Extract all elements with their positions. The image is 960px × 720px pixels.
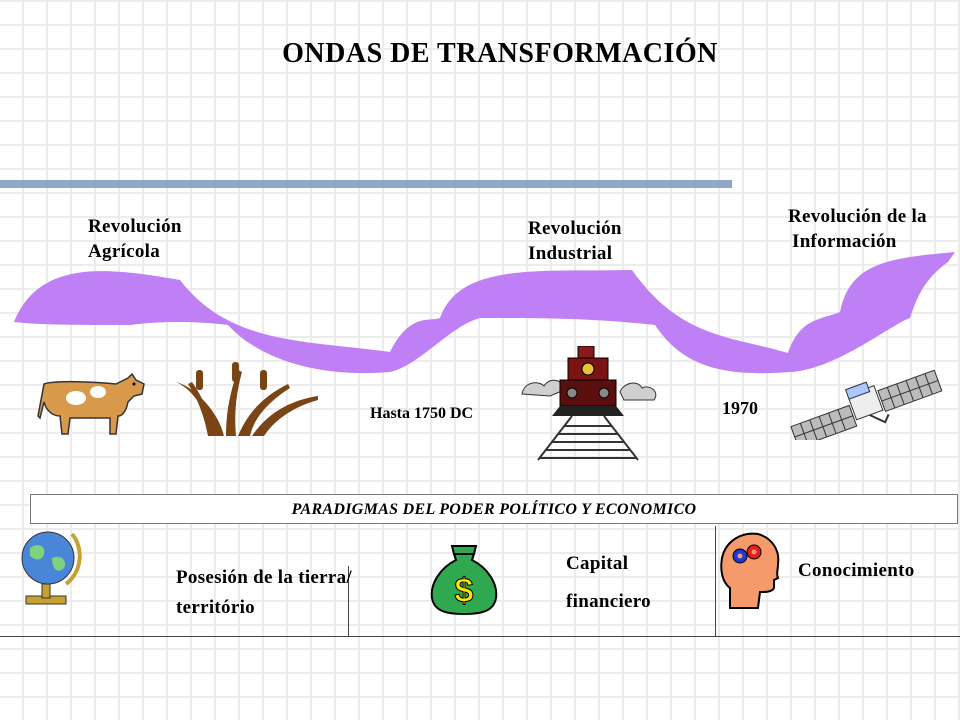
divider-1: [348, 566, 349, 636]
wave-shape: [14, 252, 955, 374]
money-bag-icon: $: [430, 545, 498, 616]
satellite-icon: [790, 370, 943, 440]
transformation-wave: [14, 252, 955, 374]
locomotive-icon: [521, 346, 657, 461]
globe-icon: [21, 531, 82, 605]
cow-icon: [37, 372, 145, 435]
paradigm-tierra: Posesión de la tierra/território: [176, 567, 352, 618]
date-informacion: 1970: [722, 398, 758, 418]
accent-bar: [0, 180, 732, 188]
date-industrial: Hasta 1750 DC: [370, 405, 474, 422]
paradigms-box: PARADIGMAS DEL PODER POLÍTICO Y ECONOMIC…: [30, 494, 958, 524]
baseline-divider: [0, 636, 960, 637]
page-title: ONDAS DE TRANSFORMACIÓN: [282, 38, 718, 69]
wheat-icon: [176, 362, 318, 436]
head-gears-icon: [720, 532, 780, 609]
svg-text:$: $: [455, 572, 474, 610]
paradigms-title: PARADIGMAS DEL PODER POLÍTICO Y ECONOMIC…: [291, 501, 697, 518]
paradigm-conocimiento: Conocimiento: [798, 560, 915, 581]
divider-2: [715, 526, 716, 636]
